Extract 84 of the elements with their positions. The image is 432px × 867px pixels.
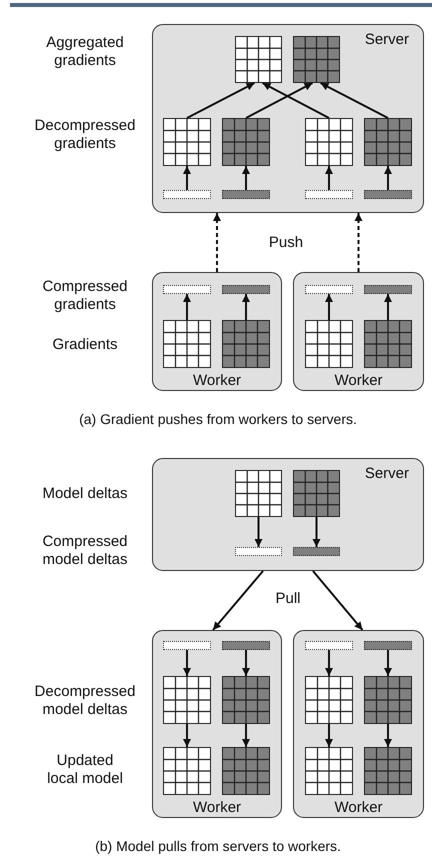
- arrow: [186, 82, 255, 119]
- matrix-grid: [305, 320, 353, 368]
- arrow: [384, 650, 392, 676]
- arrow: [325, 724, 333, 747]
- matrix-grid: [364, 118, 412, 166]
- arrow: [183, 166, 191, 190]
- row-label: Compressed model deltas: [41, 533, 129, 570]
- arrow: [183, 650, 191, 676]
- compressed-bar: [235, 547, 282, 556]
- arrow: [312, 570, 364, 631]
- arrow: [183, 294, 191, 320]
- compressed-bar: [222, 285, 270, 294]
- figure-caption: (b) Model pulls from servers to workers.: [94, 838, 342, 854]
- matrix-grid: [235, 470, 282, 517]
- compressed-bar: [305, 190, 353, 199]
- arrow: [262, 82, 330, 119]
- compressed-bar: [364, 285, 412, 294]
- matrix-grid: [235, 36, 282, 83]
- arrow: [212, 570, 264, 631]
- matrix-grid: [364, 676, 412, 724]
- arrow: [312, 517, 320, 547]
- server-box: [152, 458, 424, 571]
- box-label: Server: [364, 466, 409, 482]
- compressed-bar: [293, 547, 340, 556]
- arrow: [384, 724, 392, 747]
- row-label: Compressed gradients: [41, 278, 129, 315]
- flow-label: Push: [268, 234, 304, 252]
- arrow: [183, 724, 191, 747]
- matrix-grid: [163, 320, 211, 368]
- flow-label: Pull: [274, 590, 302, 608]
- arrow: [320, 82, 388, 119]
- worker-box: [152, 630, 282, 818]
- compressed-bar: [364, 641, 412, 650]
- server-box: [152, 24, 424, 213]
- arrow: [325, 650, 333, 676]
- worker-box: [152, 272, 282, 391]
- row-label: Decompressed model deltas: [34, 683, 136, 720]
- matrix-grid: [163, 676, 211, 724]
- box-label: Worker: [192, 372, 242, 389]
- figure-caption: (a) Gradient pushes from workers to servers.: [78, 411, 358, 427]
- arrow: [384, 166, 392, 190]
- compressed-bar: [163, 285, 211, 294]
- compressed-bar: [222, 190, 270, 199]
- worker-box: [293, 272, 424, 391]
- box-label: Server: [364, 32, 409, 48]
- arrow: [325, 166, 333, 190]
- box-label: Worker: [333, 800, 384, 816]
- matrix-grid: [293, 470, 340, 517]
- dashed-arrow: [354, 213, 362, 272]
- compressed-bar: [222, 641, 270, 650]
- row-label: Gradients: [51, 336, 119, 354]
- matrix-grid: [305, 747, 353, 795]
- box-label: Worker: [333, 372, 384, 389]
- matrix-grid: [222, 118, 270, 166]
- matrix-grid: [305, 118, 353, 166]
- compressed-bar: [163, 641, 211, 650]
- arrow: [242, 724, 250, 747]
- matrix-grid: [222, 320, 270, 368]
- compressed-bar: [163, 190, 211, 199]
- arrow: [242, 166, 250, 190]
- compressed-bar: [305, 641, 353, 650]
- row-label: Model deltas: [41, 485, 129, 504]
- matrix-grid: [364, 747, 412, 795]
- arrow: [246, 82, 313, 119]
- matrix-grid: [222, 747, 270, 795]
- arrow: [254, 517, 262, 547]
- arrow: [325, 294, 333, 320]
- arrow: [242, 294, 250, 320]
- worker-box: [293, 630, 424, 818]
- matrix-grid: [305, 676, 353, 724]
- compressed-bar: [305, 285, 353, 294]
- row-label: Updated local model: [46, 752, 124, 789]
- box-label: Worker: [192, 800, 242, 816]
- matrix-grid: [222, 676, 270, 724]
- arrow: [384, 294, 392, 320]
- compressed-bar: [364, 190, 412, 199]
- matrix-grid: [163, 118, 211, 166]
- matrix-grid: [163, 747, 211, 795]
- matrix-grid: [364, 320, 412, 368]
- row-label: Aggregated gradients: [45, 34, 125, 71]
- matrix-grid: [293, 36, 340, 83]
- arrow: [242, 650, 250, 676]
- dashed-arrow: [213, 213, 221, 272]
- row-label: Decompressed gradients: [34, 117, 136, 154]
